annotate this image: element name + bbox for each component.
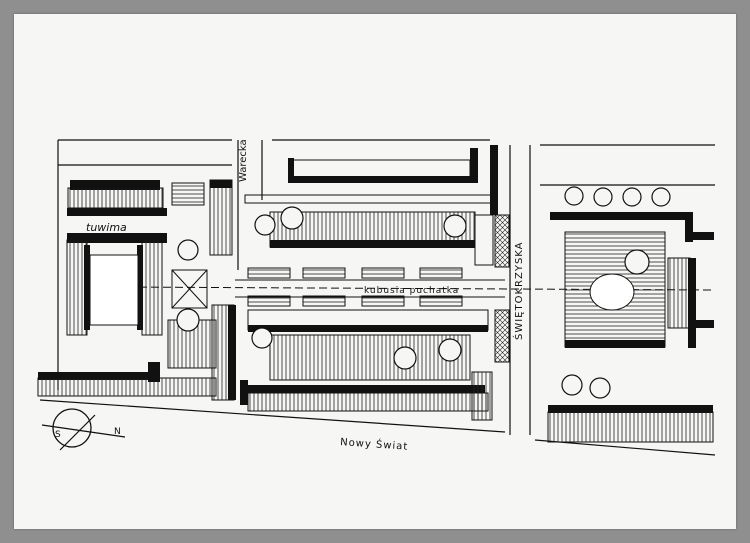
tree bbox=[624, 249, 650, 275]
tree bbox=[443, 214, 467, 238]
warecka-label: Warecka bbox=[238, 139, 249, 182]
east-block bbox=[547, 212, 714, 443]
tree bbox=[254, 214, 276, 236]
tree bbox=[177, 239, 199, 261]
tree bbox=[176, 308, 200, 332]
tree bbox=[561, 374, 583, 396]
tree bbox=[564, 186, 584, 206]
middle-block bbox=[240, 145, 510, 421]
tree bbox=[622, 187, 642, 207]
tree bbox=[651, 187, 671, 207]
tree bbox=[438, 338, 462, 362]
tuwima-label: tuwima bbox=[86, 221, 127, 234]
compass-north-label: N bbox=[114, 427, 121, 437]
kubusia-puchatka-axis bbox=[114, 286, 716, 291]
nowy-swiat-label: Nowy Świat bbox=[340, 435, 409, 453]
nowy-swiat-edge-top bbox=[39, 399, 506, 433]
tree bbox=[589, 377, 611, 399]
tree bbox=[393, 346, 417, 370]
west-block bbox=[37, 179, 236, 401]
swietokrzyska-label: ŚWIĘTOKRZYSKA bbox=[512, 241, 525, 340]
tree bbox=[593, 187, 613, 207]
compass-icon: S N bbox=[41, 408, 126, 451]
tree bbox=[251, 327, 273, 349]
compass-south-label: S bbox=[55, 430, 61, 440]
tree bbox=[280, 206, 304, 230]
trees bbox=[176, 186, 671, 399]
kubusia-puchatka-label: kubusia puchatka bbox=[364, 286, 459, 296]
